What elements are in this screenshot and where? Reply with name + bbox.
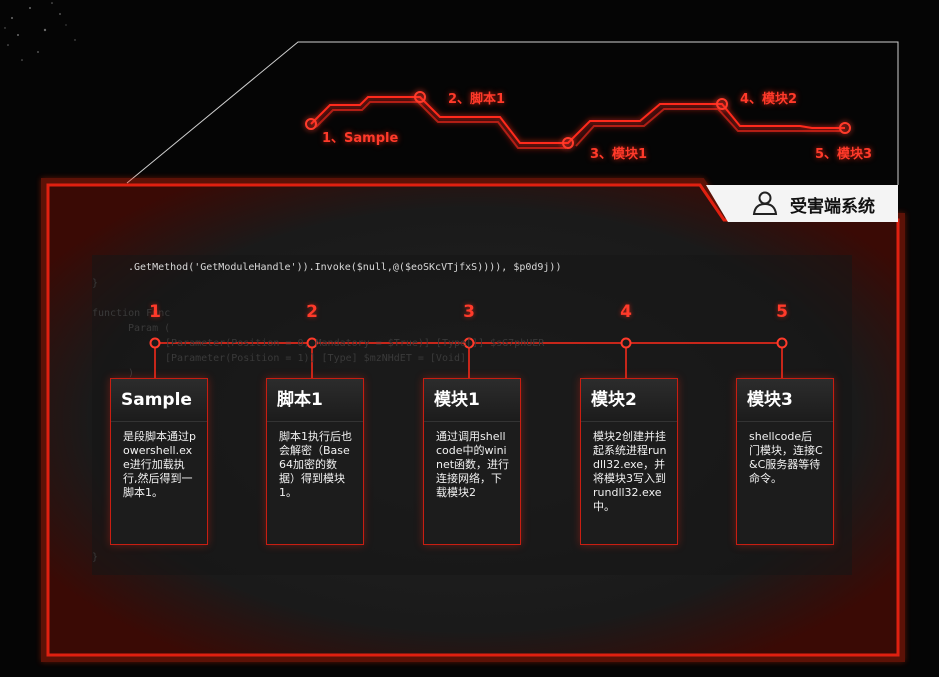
stage-card-script1: 脚本1 脚本1执行后也会解密（Base64加密的数据）得到模块1。 xyxy=(266,378,364,545)
stage-number-1: 1 xyxy=(149,302,161,322)
stage-card-title: 模块2 xyxy=(581,379,677,422)
starfield-decoration xyxy=(4,2,76,61)
code-line-1: .GetMethod('GetModuleHandle')).Invoke($n… xyxy=(128,262,562,273)
code-line-5: [Parameter(Position = 0, Mandatory = $Tr… xyxy=(165,338,545,349)
user-icon xyxy=(752,191,778,215)
flow-step-1-label: 1、Sample xyxy=(322,131,399,146)
stage-card-title: 模块3 xyxy=(737,379,833,422)
flow-step-4-label: 4、模块2 xyxy=(740,92,798,107)
timeline-nodes xyxy=(149,337,788,349)
stage-number-4: 4 xyxy=(620,302,632,322)
upper-frame-line xyxy=(126,41,899,185)
flow-step-5-label: 5、模块3 xyxy=(815,147,873,162)
flow-step-3-label: 3、模块1 xyxy=(590,147,648,162)
stage-number-3: 3 xyxy=(463,302,475,322)
code-line-3: function Func xyxy=(92,308,171,319)
code-line-4: Param ( xyxy=(128,323,171,334)
stage-number-2: 2 xyxy=(306,302,318,322)
code-line-2: } xyxy=(92,278,99,289)
stage-card-module2: 模块2 模块2创建并挂起系统进程rundll32.exe，并将模块3写入到run… xyxy=(580,378,678,545)
stage-card-sample: Sample 是段脚本通过powershell.exe进行加载执行,然后得到一脚… xyxy=(110,378,208,545)
stage-card-module1: 模块1 通过调用shellcode中的wininet函数，进行连接网络，下载模块… xyxy=(423,378,521,545)
stage-card-desc: 通过调用shellcode中的wininet函数，进行连接网络，下载模块2 xyxy=(436,430,510,499)
code-line-6: [Parameter(Position = 1)] [Type] $mzNHdE… xyxy=(165,353,467,364)
stage-card-desc: 模块2创建并挂起系统进程rundll32.exe，并将模块3写入到rundll3… xyxy=(593,430,667,513)
code-line-8: } xyxy=(92,552,99,563)
stage-card-title: 模块1 xyxy=(424,379,520,422)
flow-nodes xyxy=(305,91,851,149)
stage-card-desc: 是段脚本通过powershell.exe进行加载执行,然后得到一脚本1。 xyxy=(123,430,196,499)
tab-label: 受害端系统 xyxy=(790,197,875,217)
stage-number-5: 5 xyxy=(776,302,788,322)
stage-card-desc: shellcode后门模块，连接C&C服务器等待命令。 xyxy=(749,430,823,485)
stage-card-title: Sample xyxy=(111,379,207,422)
stage-card-module3: 模块3 shellcode后门模块，连接C&C服务器等待命令。 xyxy=(736,378,834,545)
code-line-7: ) xyxy=(128,368,135,379)
flow-step-2-label: 2、脚本1 xyxy=(448,92,506,107)
stage-card-title: 脚本1 xyxy=(267,379,363,422)
stage-card-desc: 脚本1执行后也会解密（Base64加密的数据）得到模块1。 xyxy=(279,430,352,499)
